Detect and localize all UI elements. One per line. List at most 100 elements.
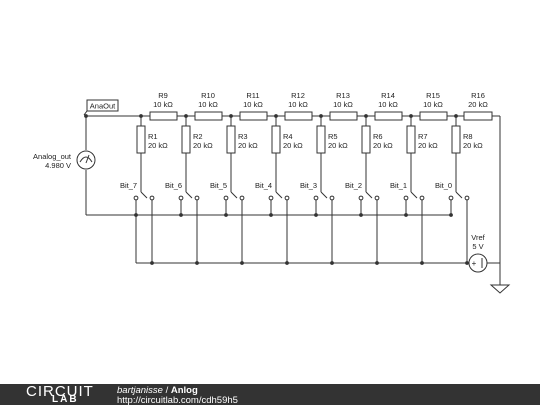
junction-dot (240, 261, 244, 265)
shunt-resistor-value: 20 kΩ (193, 141, 213, 150)
shunt-resistor-value: 20 kΩ (463, 141, 483, 150)
shunt-resistor-value: 20 kΩ (238, 141, 258, 150)
junction-dot (404, 213, 408, 217)
voltmeter-arc (79, 156, 93, 163)
footer-bar: CIRCUIT LAB bartjanisse / Anlog http://c… (0, 384, 540, 406)
shunt-resistor-value: 20 kΩ (148, 141, 168, 150)
shunt-resistor-value: 20 kΩ (328, 141, 348, 150)
series-resistor-value: 10 kΩ (198, 100, 218, 109)
switch-terminal (239, 195, 245, 201)
ground-symbol (489, 284, 511, 294)
series-resistor-value: 10 kΩ (243, 100, 263, 109)
shunt-resistor (271, 125, 281, 154)
switch-label: Bit_2 (345, 181, 362, 190)
series-resistor-name: R10 (201, 91, 215, 100)
shunt-resistor (361, 125, 371, 154)
switch-label: Bit_3 (300, 181, 317, 190)
junction-dot (359, 213, 363, 217)
switch-label: Bit_1 (390, 181, 407, 190)
switch-label: Bit_0 (435, 181, 452, 190)
source-value: 5 V (472, 242, 483, 251)
junction-dot (139, 114, 143, 118)
series-resistor (194, 111, 223, 121)
series-resistor-name: R15 (426, 91, 440, 100)
series-resistor-value: 10 kΩ (288, 100, 308, 109)
shunt-resistor (451, 125, 461, 154)
junction-dot (285, 261, 289, 265)
switch-terminal (448, 195, 454, 201)
shunt-resistor-name: R5 (328, 132, 338, 141)
switch-terminal (133, 195, 139, 201)
junction-dot (134, 213, 138, 217)
switch-blade (230, 191, 238, 199)
junction-dot (274, 114, 278, 118)
junction-dot (409, 114, 413, 118)
series-resistor-name: R9 (158, 91, 168, 100)
junction-dot (330, 261, 334, 265)
switch-terminal (374, 195, 380, 201)
junction-dot (224, 213, 228, 217)
switch-terminal (419, 195, 425, 201)
switch-terminal (284, 195, 290, 201)
switch-blade (320, 191, 328, 199)
series-resistor-value: 10 kΩ (153, 100, 173, 109)
junction-dot (420, 261, 424, 265)
series-resistor (149, 111, 178, 121)
circuit-url[interactable]: http://circuitlab.com/cdh59h5 (117, 395, 238, 406)
series-resistor (284, 111, 313, 121)
meter-name: Analog_out (33, 152, 72, 161)
probe-box (86, 99, 119, 112)
switch-blade (185, 191, 193, 199)
junction-dot (465, 261, 469, 265)
junction-dot (184, 114, 188, 118)
junction-dot (84, 114, 88, 118)
voltmeter-needle (85, 154, 90, 164)
series-resistor (239, 111, 268, 121)
junction-dot (319, 114, 323, 118)
shunt-resistor-name: R7 (418, 132, 428, 141)
shunt-resistor (316, 125, 326, 154)
shunt-resistor-name: R1 (148, 132, 158, 141)
junction-dot (269, 213, 273, 217)
series-resistor (329, 111, 358, 121)
switch-terminal (464, 195, 470, 201)
circuit-title[interactable]: Anlog (170, 385, 198, 396)
switch-label: Bit_6 (165, 181, 182, 190)
series-resistor-value: 10 kΩ (378, 100, 398, 109)
probe-label: AnaOut (90, 102, 116, 111)
author-link[interactable]: bartjanisse (117, 385, 163, 396)
switch-terminal (194, 195, 200, 201)
switch-terminal (178, 195, 184, 201)
series-resistor-name: R16 (471, 91, 485, 100)
shunt-resistor (406, 125, 416, 154)
shunt-resistor-name: R8 (463, 132, 473, 141)
junction-dot (150, 261, 154, 265)
switch-blade (275, 191, 283, 199)
junction-dot (179, 213, 183, 217)
switch-terminal (149, 195, 155, 201)
switch-blade (365, 191, 373, 199)
author-title-line: bartjanisse / Anlog (117, 385, 198, 396)
shunt-resistor-name: R4 (283, 132, 293, 141)
switch-label: Bit_4 (255, 181, 272, 190)
series-resistor-value: 10 kΩ (333, 100, 353, 109)
series-resistor (374, 111, 403, 121)
series-resistor (463, 111, 493, 121)
junction-dot (364, 114, 368, 118)
shunt-resistor-value: 20 kΩ (283, 141, 303, 150)
separator: / (162, 385, 171, 396)
junction-dot (449, 213, 453, 217)
switch-terminal (329, 195, 335, 201)
series-resistor-value: 10 kΩ (423, 100, 443, 109)
probe-pointer (83, 110, 88, 116)
shunt-resistor-value: 20 kΩ (418, 141, 438, 150)
junction-dot (229, 114, 233, 118)
series-resistor-name: R13 (336, 91, 350, 100)
junction-dot (314, 213, 318, 217)
shunt-resistor (226, 125, 236, 154)
source-plus: + (472, 259, 477, 268)
junction-dot (454, 114, 458, 118)
voltmeter (76, 150, 96, 170)
